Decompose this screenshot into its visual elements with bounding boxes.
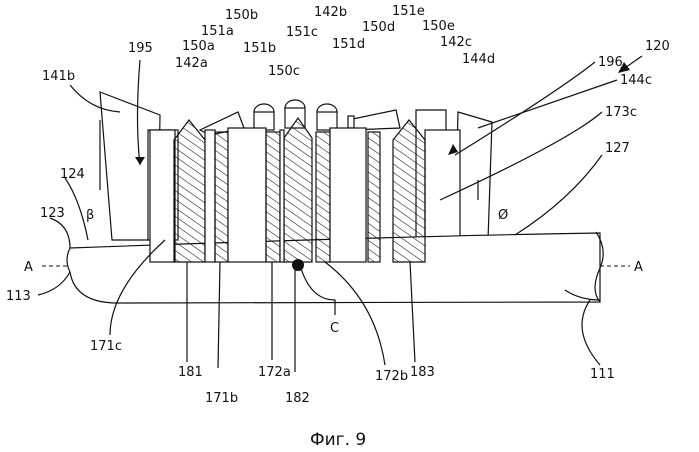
label-113: 113 [6, 289, 31, 304]
label-150e: 150e [422, 19, 455, 34]
label-123: 123 [40, 206, 65, 221]
label-120: 120 [645, 39, 670, 54]
label-171c: 171c [90, 339, 122, 354]
label-183: 183 [410, 365, 435, 380]
label-124: 124 [60, 167, 85, 182]
label-144c: 144c [620, 73, 652, 88]
tuft-196 [425, 130, 460, 240]
label-phi: Ø [498, 208, 508, 223]
label-142b: 142b [314, 5, 347, 20]
label-196: 196 [598, 55, 623, 70]
point-C [292, 259, 304, 271]
label-A-right: A [634, 260, 643, 275]
label-151c: 151c [286, 25, 318, 40]
label-141b: 141b [42, 69, 75, 84]
label-150c: 150c [268, 64, 300, 79]
tuft-183 [393, 120, 425, 262]
label-C: C [330, 321, 339, 336]
label-172b: 172b [375, 369, 408, 384]
label-182: 182 [285, 391, 310, 406]
label-151a: 151a [201, 24, 234, 39]
label-142a: 142a [175, 56, 208, 71]
label-150a: 150a [182, 39, 215, 54]
label-150d: 150d [362, 20, 395, 35]
tuft-142c [348, 110, 400, 130]
label-172a: 172a [258, 365, 291, 380]
label-beta: β [86, 208, 94, 223]
figure-caption: Фиг. 9 [310, 430, 366, 450]
tuft-182 [284, 118, 312, 262]
tuft-172b [316, 132, 330, 262]
label-150b: 150b [225, 8, 258, 23]
label-144d: 144d [462, 52, 495, 67]
tuft-172a [266, 132, 280, 262]
label-111: 111 [590, 367, 615, 382]
label-151e: 151e [392, 4, 425, 19]
label-181: 181 [178, 365, 203, 380]
label-173c: 173c [605, 105, 637, 120]
label-151b: 151b [243, 41, 276, 56]
label-195: 195 [128, 41, 153, 56]
label-A-left: A [24, 260, 33, 275]
tuft-171b [215, 132, 228, 262]
tuft-181 [174, 120, 205, 262]
label-171b: 171b [205, 391, 238, 406]
label-127: 127 [605, 141, 630, 156]
label-142c: 142c [440, 35, 472, 50]
label-151d: 151d [332, 37, 365, 52]
